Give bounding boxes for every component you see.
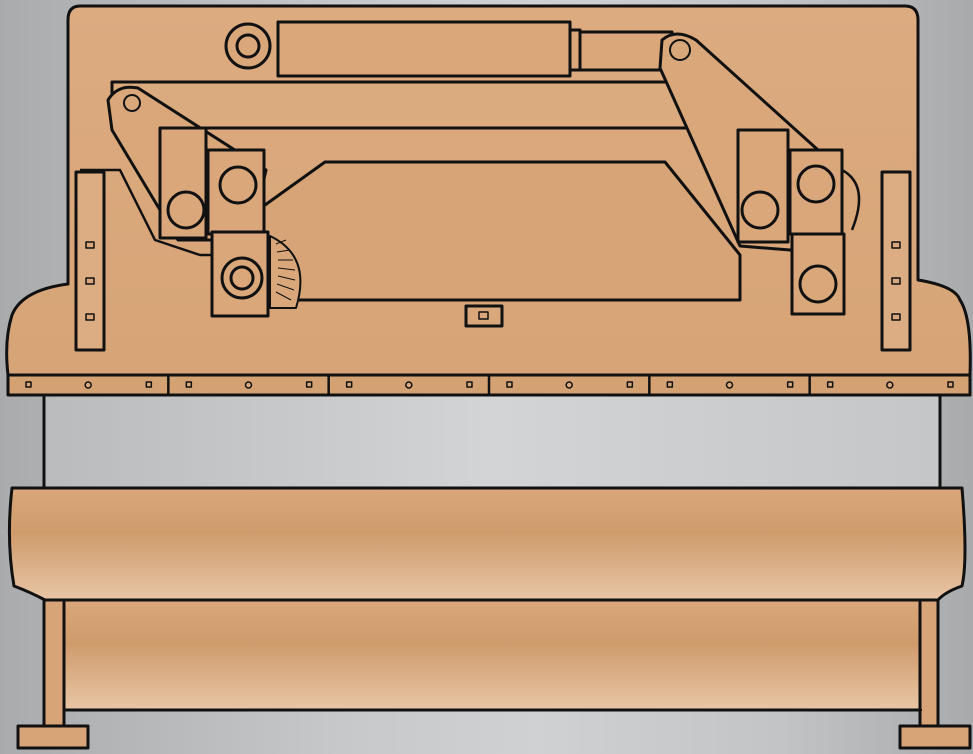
gauge-marker — [85, 277, 95, 285]
beam-mark — [786, 381, 794, 388]
beam-mark — [565, 381, 573, 389]
beam-mark — [626, 381, 634, 388]
beam-mark — [506, 381, 513, 388]
gauge-marker — [891, 277, 901, 285]
left-leg — [42, 598, 66, 728]
lower-bed — [7, 486, 967, 602]
beam-mark — [466, 381, 473, 388]
beam-mark — [947, 381, 954, 388]
left-linkage — [80, 85, 302, 318]
hydraulic-cylinder — [224, 20, 674, 78]
beam-mark — [826, 381, 834, 388]
beam-mark — [886, 381, 894, 389]
ram-window — [256, 160, 742, 302]
gauge-marker — [85, 241, 95, 249]
beam-mark — [666, 381, 674, 388]
gauge-marker — [891, 241, 901, 249]
beam-mark — [244, 381, 253, 389]
beam-mark — [145, 381, 153, 388]
right-leg — [918, 598, 940, 728]
beam-mark — [25, 381, 32, 388]
left-side-gauge — [74, 170, 106, 352]
beam-mark — [405, 381, 413, 389]
bed-apron — [62, 598, 924, 712]
upper-beam-marks — [25, 376, 954, 394]
torsion-bar — [110, 80, 734, 130]
gauge-marker — [891, 313, 901, 321]
right-foot — [898, 724, 972, 750]
beam-mark — [185, 381, 193, 388]
center-indicator — [464, 304, 504, 328]
beam-mark — [725, 381, 734, 389]
right-linkage — [658, 32, 861, 316]
gauge-marker — [85, 313, 95, 321]
beam-mark — [345, 381, 353, 388]
right-side-gauge — [880, 170, 912, 352]
beam-mark — [84, 381, 92, 389]
throat-opening — [42, 393, 942, 490]
side-gauge-markers — [85, 241, 901, 321]
beam-mark — [305, 381, 313, 388]
left-foot — [16, 724, 90, 750]
